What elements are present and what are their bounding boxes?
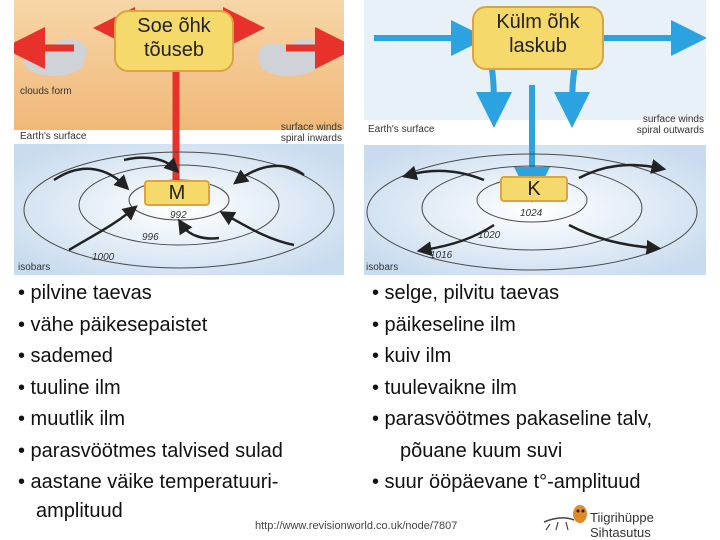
list-item: • pilvine taevas — [18, 282, 152, 304]
list-item: • parasvöötmes pakaseline talv, — [372, 408, 653, 430]
isobars-label-high: isobars — [366, 262, 399, 273]
outward-wind-arrows — [401, 159, 667, 257]
high-pressure-characteristics: • selge, pilvitu taevas • päikeseline il… — [372, 278, 652, 499]
foundation-logo: Tiigrihüppe Sihtasutus — [540, 500, 715, 540]
earth-surface-label: Earth's surface — [20, 131, 87, 142]
list-item: • vähe päikesepaistet — [18, 313, 208, 336]
list-item: • kuiv ilm — [372, 345, 452, 367]
low-pressure-characteristics: • pilvine taevas • vähe päikesepaistet •… — [18, 278, 283, 523]
high-pressure-letter: K — [500, 176, 568, 202]
isobar-value-outer-high: 1016 — [430, 250, 453, 261]
winds-outward-label: surface winds spiral outwards — [636, 114, 704, 136]
earth-surface-label-high: Earth's surface — [368, 124, 435, 135]
winds-inward-label: surface winds spiral inwards — [280, 122, 342, 144]
isobar-value-middle-high: 1020 — [478, 230, 501, 241]
high-pressure-diagram: Külm õhk laskub Earth's surface surface … — [364, 0, 707, 275]
low-pressure-diagram: Soe õhk tõuseb clouds form Earth's surfa… — [3, 0, 357, 275]
tiger-logo-icon — [543, 505, 587, 531]
isobar-value-outer: 1000 — [92, 252, 115, 263]
low-pressure-letter: M — [144, 180, 210, 206]
list-item: • selge, pilvitu taevas — [372, 282, 560, 304]
cold-air-descends-label: Külm õhk laskub — [472, 6, 604, 70]
list-item: • sademed — [18, 345, 113, 367]
list-item: amplituud — [36, 499, 123, 522]
list-item: • muutlik ilm — [18, 408, 126, 430]
warm-air-rises-label: Soe õhk tõuseb — [114, 10, 234, 72]
list-item: • tuulevaikne ilm — [372, 376, 517, 399]
list-item: • päikeseline ilm — [372, 313, 516, 336]
clouds-form-label: clouds form — [20, 86, 72, 97]
isobar-value-middle: 996 — [142, 232, 159, 243]
high-pressure-illustration — [364, 0, 707, 275]
isobar-value-inner-high: 1024 — [520, 208, 543, 219]
list-item: • aastane väike temperatuuri- — [18, 471, 279, 493]
list-item: põuane kuum suvi — [400, 439, 563, 462]
inward-wind-arrows — [53, 156, 305, 252]
source-url[interactable]: http://www.revisionworld.co.uk/node/7807 — [255, 520, 458, 532]
foundation-name: Tiigrihüppe Sihtasutus — [590, 510, 654, 540]
list-item: • parasvöötmes talvised sulad — [18, 439, 283, 462]
list-item: • tuuline ilm — [18, 376, 121, 399]
isobars-label: isobars — [18, 262, 51, 273]
list-item: • suur ööpäevane t°-amplituud — [372, 471, 641, 493]
isobar-value-inner: 992 — [170, 210, 187, 221]
